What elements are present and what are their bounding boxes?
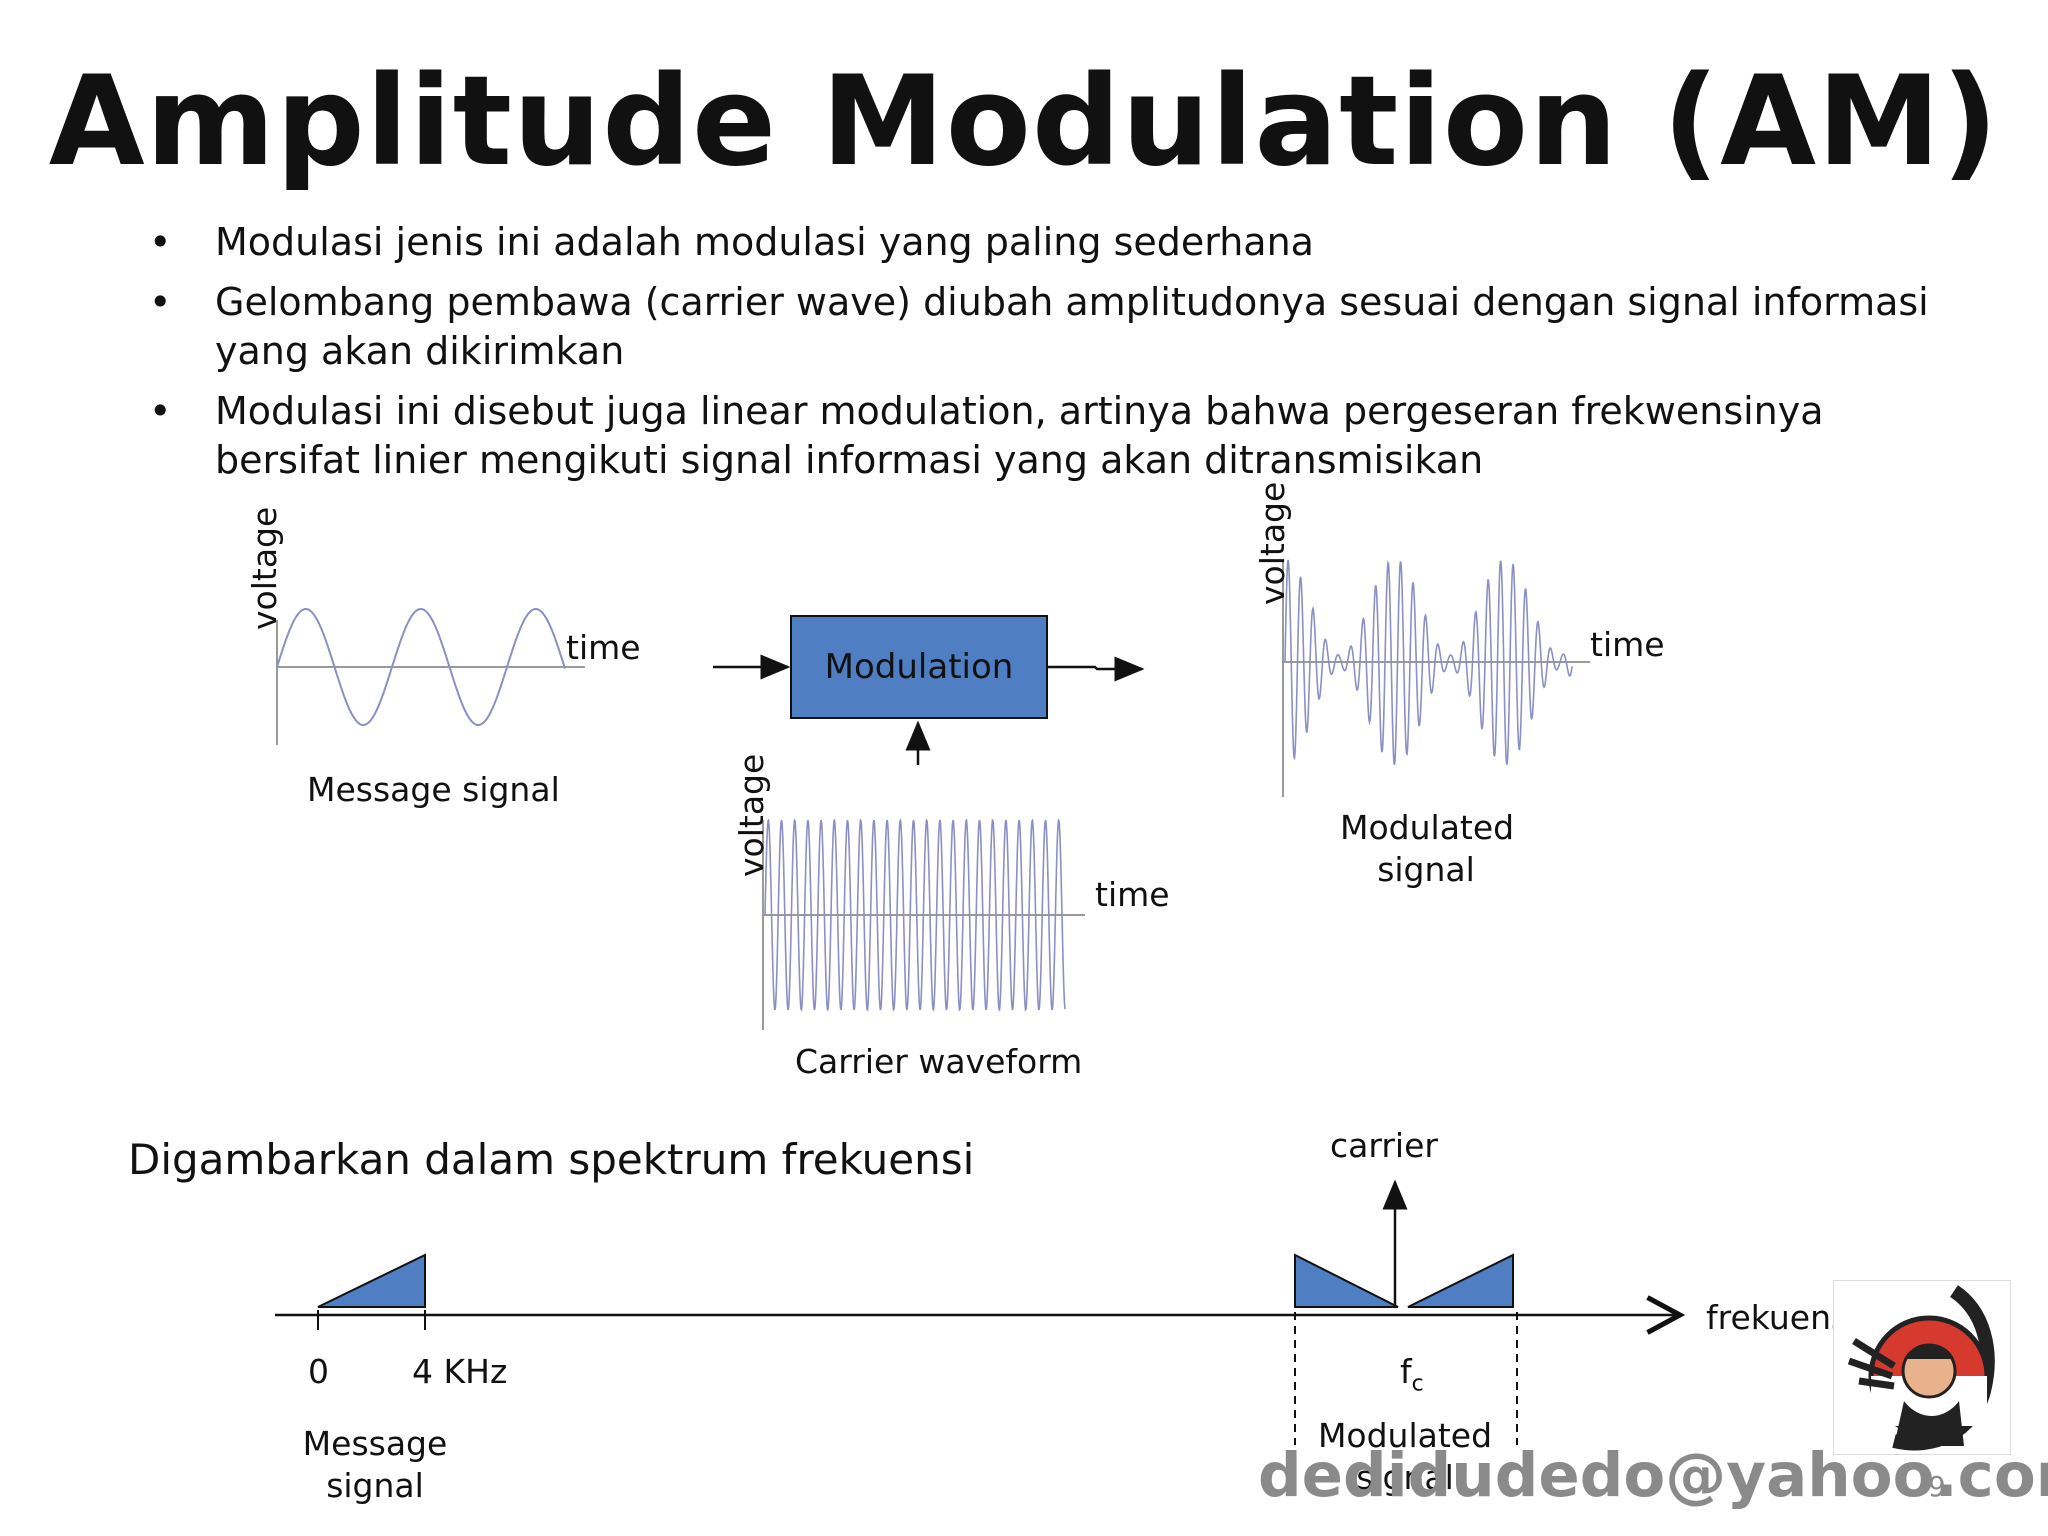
modulated-time-label: time — [1590, 625, 1665, 664]
modulation-label: Modulation — [824, 647, 1014, 687]
bullet-item: Modulasi ini disebut juga linear modulat… — [145, 387, 1975, 485]
carrier-voltage-label: voltage — [732, 753, 771, 877]
page-number: 9 — [1928, 1470, 1946, 1503]
bullet-item: Gelombang pembawa (carrier wave) diubah … — [145, 278, 1975, 376]
modulated-wave — [1284, 559, 1573, 766]
upper-sideband-triangle — [1407, 1253, 1514, 1308]
message-voltage-label: voltage — [245, 506, 284, 630]
message-signal-label-line1: Message — [302, 1424, 448, 1463]
fc-subscript: c — [1411, 1371, 1424, 1397]
person-in-red-circle-logo — [1833, 1280, 2011, 1455]
email-watermark: dedidudedo@yahoo.com — [1258, 1440, 2048, 1511]
tick-zero-label: 0 — [308, 1352, 329, 1391]
modulated-signal-label-line1: Modulated — [1317, 1416, 1493, 1455]
carrier-label: carrier — [1330, 1126, 1438, 1165]
modulation-block: Modulation — [790, 615, 1048, 719]
modulated-signal-label-line2: signal — [1356, 1458, 1454, 1497]
modulated-caption-line1: Modulated — [1340, 808, 1515, 847]
tick-4khz-label: 4 KHz — [412, 1352, 508, 1391]
output-arrow — [1048, 656, 1145, 682]
lower-sideband-triangle — [1294, 1253, 1399, 1308]
bullet-list: Modulasi jenis ini adalah modulasi yang … — [145, 218, 1975, 496]
modulated-caption-line2: signal — [1377, 850, 1475, 889]
bullet-item: Modulasi jenis ini adalah modulasi yang … — [145, 218, 1975, 267]
fc-main: f — [1400, 1352, 1412, 1391]
carrier-time-label: time — [1095, 875, 1170, 914]
slide-title: Amplitude Modulation (AM) — [48, 50, 2000, 194]
message-signal-label-line2: signal — [326, 1466, 424, 1505]
carrier-waveform-caption: Carrier waveform — [795, 1042, 1083, 1081]
message-time-label: time — [566, 628, 641, 667]
message-wave — [276, 608, 566, 726]
message-spectrum-triangle — [317, 1253, 426, 1308]
spectrum-heading: Digambarkan dalam spektrum frekuensi — [128, 1135, 975, 1184]
carrier-wave — [764, 818, 1066, 1012]
frequency-axis-label: frekuensi — [1706, 1298, 1858, 1337]
modulated-voltage-label: voltage — [1253, 481, 1292, 605]
fc-label: fc — [1400, 1352, 1424, 1397]
message-signal-caption: Message signal — [307, 770, 560, 809]
